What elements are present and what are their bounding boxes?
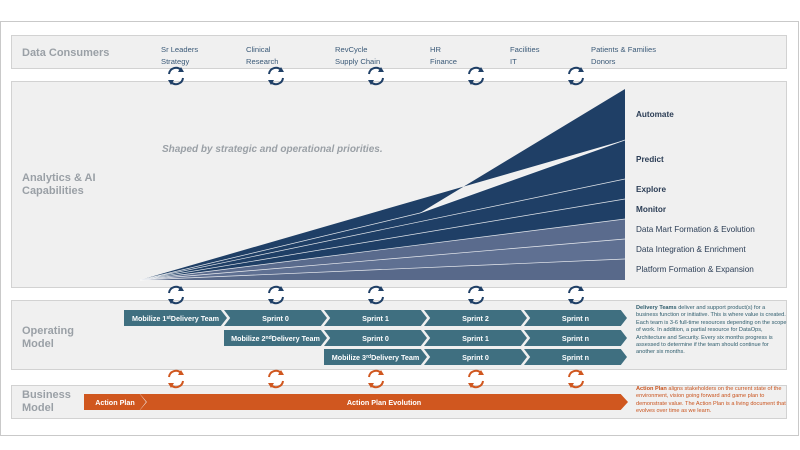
row3-sprint-0: Sprint 0 [424,349,527,365]
consumer-sr-leaders: Sr Leaders Strategy [161,45,199,66]
row3-sprint-n: Sprint n [524,349,627,365]
cycle-icon [468,66,484,86]
cycle-icon [268,285,284,305]
cycle-icon [168,66,184,86]
cap-automate: Automate [636,110,674,119]
cap-explore: Explore [636,185,667,194]
business-model-label: Business Model [22,389,71,414]
cycle-icon [368,66,384,86]
data-consumers-label: Data Consumers [22,47,110,59]
consumer-patients: Patients & Families Donors [591,45,656,66]
row1-sprint-0: Sprint 0 [224,310,327,326]
cycle-icon [568,369,584,389]
action-plan-evolution-chevron: Action Plan Evolution [140,394,628,410]
cycle-icon [568,285,584,305]
cap-predict: Predict [636,155,664,164]
cap-datamart: Data Mart Formation & Evolution [636,225,755,234]
cycle-icon [268,66,284,86]
cycle-icon [368,369,384,389]
consumer-hr: HR Finance [430,45,458,66]
consumer-clinical: Clinical Research [246,45,279,66]
action-plan-chevron: Action Plan [84,394,146,410]
cycle-icon [168,285,184,305]
row2-sprint-n: Sprint n [524,330,627,346]
row2-sprint-0: Sprint 0 [324,330,427,346]
analytics-label: Analytics & AI Capabilities [22,172,96,197]
delivery-teams-description: Delivery Teams deliver and support produ… [636,305,787,356]
row1-sprint-1: Sprint 1 [324,310,427,326]
row2-sprint-1: Sprint 1 [424,330,527,346]
cycle-icon [568,66,584,86]
consumer-revcycle: RevCycle Supply Chain [335,45,381,66]
cycle-icon [468,285,484,305]
row1-sprint-n: Sprint n [524,310,627,326]
cap-integration: Data Integration & Enrichment [636,245,746,254]
action-plan-description: Action Plan aligns stakeholders on the c… [636,386,786,415]
operating-model-label: Operating Model [22,325,74,350]
cycle-icon [368,285,384,305]
data-consumers-band: Data Consumers Sr Leaders Strategy Clini… [11,35,787,69]
consumer-facilities: Facilities IT [510,45,540,66]
cap-monitor: Monitor [636,205,667,214]
cycle-icon [168,369,184,389]
cap-platform: Platform Formation & Expansion [636,265,754,274]
cycle-icon [468,369,484,389]
analytics-tagline: Shaped by strategic and operational prio… [162,144,383,155]
cycle-icon [268,369,284,389]
row1-sprint-2: Sprint 2 [424,310,527,326]
